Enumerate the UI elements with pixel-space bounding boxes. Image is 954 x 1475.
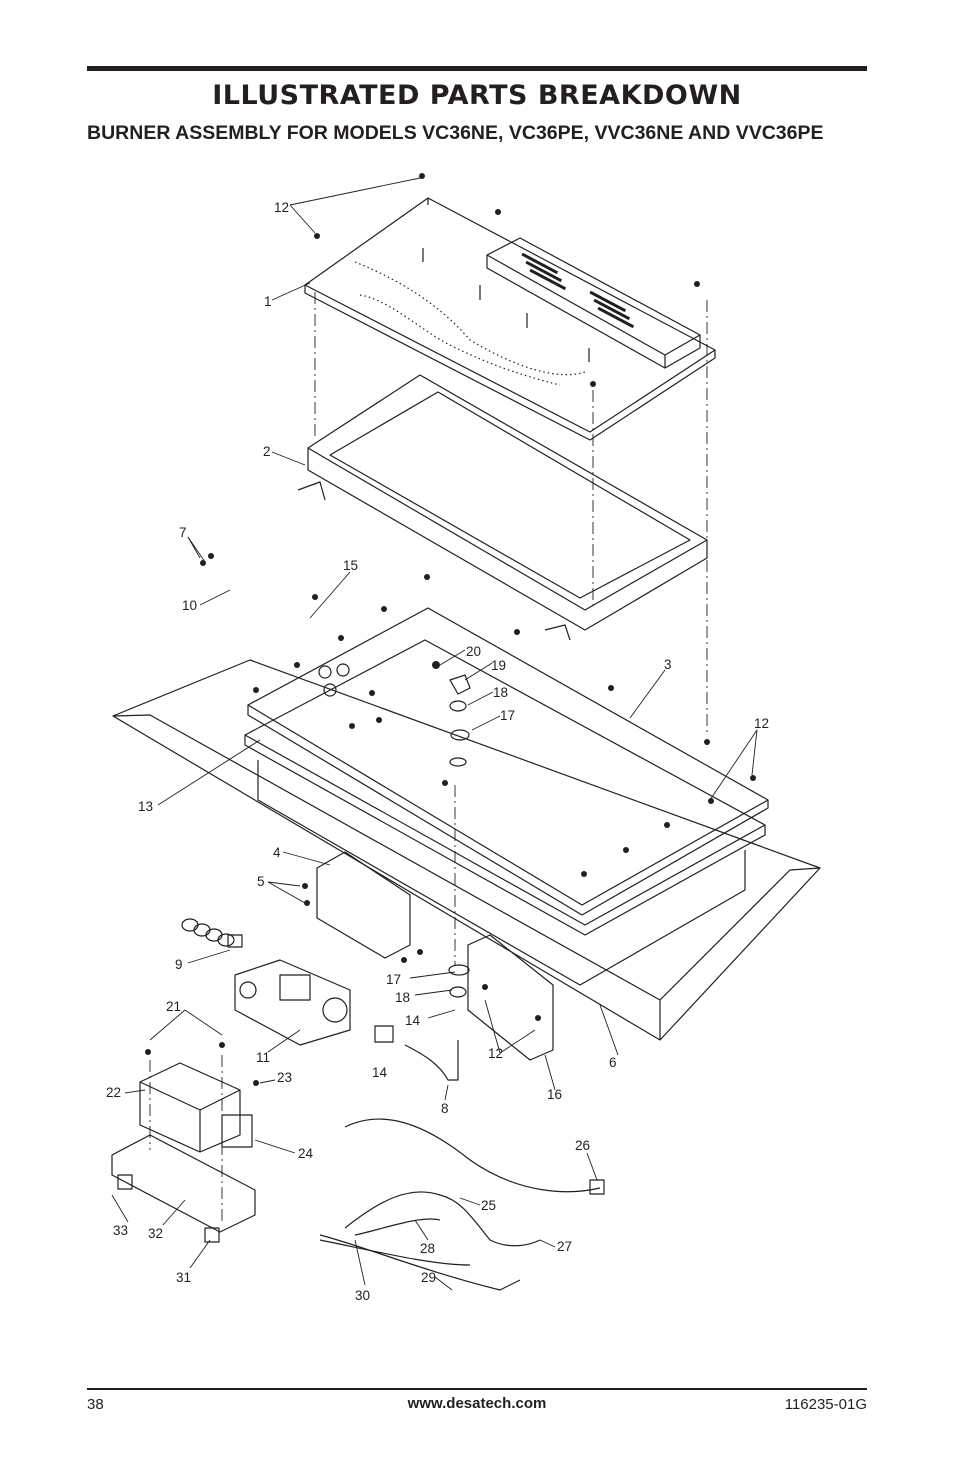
callout-21: 21 (166, 999, 181, 1014)
callout-25: 25 (481, 1198, 496, 1213)
callout-29: 29 (421, 1270, 436, 1285)
part-pilot-coil (181, 918, 243, 948)
section-subtitle: BURNER ASSEMBLY FOR MODELS VC36NE, VC36P… (87, 122, 824, 144)
callout-22: 22 (106, 1085, 121, 1100)
callout-11: 11 (256, 1050, 270, 1065)
callout-6: 6 (609, 1055, 617, 1070)
callout-28: 28 (420, 1241, 435, 1256)
panel-perforations (521, 252, 635, 329)
callout-10: 10 (182, 598, 197, 613)
part-33 (117, 1174, 133, 1190)
part-gas-valve (234, 959, 351, 1046)
part-burner-plate (247, 607, 769, 916)
page-title: ILLUSTRATED PARTS BREAKDOWN (212, 80, 742, 111)
callout-20: 20 (466, 644, 481, 659)
callout-17: 17 (500, 708, 515, 723)
part-fitting-14 (374, 1025, 394, 1043)
callout-33: 33 (113, 1223, 128, 1238)
callout-31: 31 (176, 1270, 191, 1285)
callout-13: 13 (138, 799, 153, 814)
callout-16: 16 (547, 1087, 562, 1102)
callout-24: 24 (298, 1146, 314, 1161)
part-burner-body (244, 639, 766, 986)
part-transformer (221, 1114, 253, 1148)
callout-5: 5 (257, 874, 265, 889)
callout-18: 18 (493, 685, 508, 700)
part-frame (297, 374, 708, 641)
page-number: 38 (87, 1396, 104, 1413)
callout-27: 27 (557, 1239, 572, 1254)
part-mounting-plate (111, 1134, 256, 1233)
callout-12c: 12 (488, 1046, 503, 1061)
part-control-module (139, 1062, 241, 1153)
callout-4: 4 (273, 845, 281, 860)
callout-30: 30 (355, 1288, 370, 1303)
part-side-plate (467, 934, 554, 1061)
callout-3: 3 (664, 657, 672, 672)
screws (145, 173, 756, 1086)
callout-9: 9 (175, 957, 183, 972)
alignment-lines (149, 292, 708, 1225)
callout-12: 12 (274, 200, 289, 215)
callout-14: 14 (405, 1013, 421, 1028)
part-gas-tube-8 (404, 1040, 459, 1081)
callout-2: 2 (263, 444, 271, 459)
callout-14b: 14 (372, 1065, 388, 1080)
part-wire-harness (319, 1191, 541, 1291)
callout-18b: 18 (395, 990, 410, 1005)
callout-23: 23 (277, 1070, 292, 1085)
callout-7: 7 (179, 525, 187, 540)
callout-1: 1 (264, 294, 272, 309)
callout-26: 26 (575, 1138, 590, 1153)
callout-32: 32 (148, 1226, 163, 1241)
header-rule (87, 66, 867, 71)
part-bracket (316, 851, 411, 959)
footer-rule (87, 1388, 867, 1390)
callout-8: 8 (441, 1101, 449, 1116)
part-31 (204, 1227, 220, 1243)
leader-lines (111, 177, 758, 1291)
callout-12b: 12 (754, 716, 769, 731)
callout-19: 19 (491, 658, 506, 673)
footer-website: www.desatech.com (407, 1395, 547, 1412)
callout-17b: 17 (386, 972, 401, 987)
part-wire-26 (344, 1118, 601, 1193)
callout-15: 15 (343, 558, 358, 573)
doc-number: 116235-01G (784, 1396, 867, 1413)
part-base-pan (112, 659, 821, 1041)
part-top-panel (304, 197, 716, 441)
callout-labels: 12 1 2 7 15 10 20 19 3 18 17 12 13 4 5 9… (106, 200, 769, 1303)
